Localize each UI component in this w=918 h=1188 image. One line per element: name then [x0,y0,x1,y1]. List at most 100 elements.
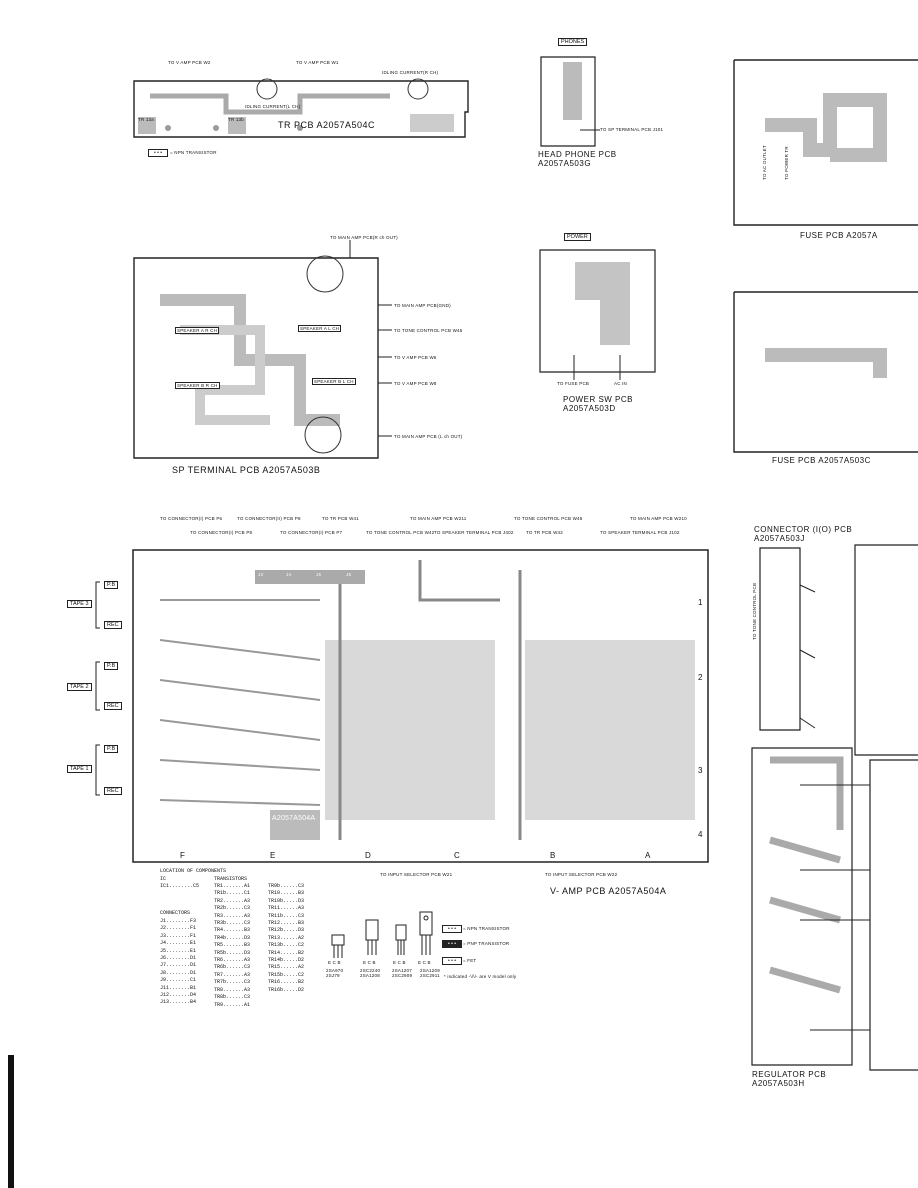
pnp-legend: = PNP TRANSISTOR [463,941,510,946]
rec-label: REC [104,621,122,629]
regulator-pcb-title: REGULATOR PCB [752,1070,827,1079]
column-letter: B [550,851,556,860]
transistors-list: TR1.......A1 TR1b......C1 TR2.......A3 T… [214,883,251,1008]
fet-icon: • • • [442,957,462,965]
power-sw-pcb-code: A2057A503D [563,404,616,413]
v-amp-pcb-title: V- AMP PCB A2057A504A [550,886,667,896]
row-number: 4 [698,830,703,839]
sp-right-label: TO MAIN AMP PCB(GND) [394,303,451,308]
pin-label: E C B [418,960,431,965]
row-number: 1 [698,598,703,607]
tape-label: TAPE 3 [67,600,92,608]
v-amp-top-label: TO CONNECTOR(II) PCB P8 [237,516,301,521]
fet-legend: = FET [463,958,477,963]
v-amp-top-label: TO SPEAKER TERMINAL PCB J402 [434,530,514,535]
tr-pcb-label: TO V AMP PCB W1 [296,60,339,65]
headphone-pcb-code: A2057A503G [538,159,592,168]
connector-label: J4 [286,572,292,577]
headphone-pcb-title: HEAD PHONE PCB [538,150,617,159]
column-letter: C [454,851,461,860]
connector-pcb-label: TO TONE CONTROL PCB [752,582,757,640]
connector-label: J3 [258,572,264,577]
column-letter: D [365,851,372,860]
sp-bottom-label: TO MAIN AMP PCB (L ch OUT) [394,434,463,439]
tr-pcb-label: IDLING CURRENT(R CH) [382,70,439,75]
v-amp-top-label: TO SPEAKER TERMINAL PCB J102 [600,530,680,535]
row-number: 3 [698,766,703,775]
phones-badge: PHONES [558,38,588,46]
v-amp-top-label: TO CONNECTOR(I) PCB P7 [280,530,343,535]
tr-pcb-label: TR 13a [138,117,154,122]
pb-label: P.B [104,745,119,753]
v-amp-top-label: TO TR PCB W42 [526,530,563,535]
location-title: LOCATION OF COMPONENTS [160,868,227,874]
tr-pcb-label: TR 13b [228,117,244,122]
ic-header: IC [160,876,167,882]
v-amp-top-label: TO TONE CONTROL PCB W46 [514,516,583,521]
speaker-terminal-label: SPEAKER A L CH [298,325,342,332]
sp-terminal-pcb-title: SP TERMINAL PCB A2057A503B [172,465,321,475]
row-number: 2 [698,673,703,682]
board-marking: A2057A504A [272,815,316,822]
tape-label: TAPE 2 [67,683,92,691]
sp-right-label: TO V AMP PCB W8 [394,381,437,386]
v-amp-top-label: TO MAIN AMP PCB W210 [630,516,687,521]
column-letter: E [270,851,276,860]
package-label: 2SC2240 2SA1208 [360,968,381,978]
power-sw-label: AC IN [614,381,628,386]
connectors-list: J1........F3 J2........F1 J3........F1 J… [160,918,197,1006]
speaker-terminal-label: SPEAKER A R CH [175,327,220,334]
v-amp-top-label: TO MAIN AMP PCB W211 [410,516,467,521]
pin-label: E C B [328,960,341,965]
pnp-transistor-icon: • • • [442,940,462,948]
v-amp-top-label: TO CONNECTOR(I) PCB P8 [190,530,253,535]
npn-legend: = NPN TRANSISTOR [170,150,217,155]
ic-list: IC1........C5 [160,883,200,889]
sp-top-label: TO MAIN AMP PCB(R ch OUT) [330,235,398,240]
connector-label: J5 [316,572,322,577]
headphone-pcb-label: TO SP TERMINAL PCB J101 [600,127,664,132]
rec-label: REC [104,702,122,710]
speaker-terminal-label: SPEAKER B L CH [312,378,356,385]
v-amp-top-label: TO TONE CONTROL PCB W42 [366,530,435,535]
npn-legend: = NPN TRANSISTOR [463,926,510,931]
tape-label: TAPE 1 [67,765,92,773]
connectors-header: CONNECTORS [160,910,191,916]
npn-transistor-icon: • • • [148,149,168,157]
tr-pcb-title: TR PCB A2057A504C [278,120,376,130]
transistors-header: TRANSISTORS [214,876,248,882]
pin-label: E C B [363,960,376,965]
pin-label: E C B [393,960,406,965]
regulator-pcb-code: A2057A503H [752,1079,805,1088]
power-badge: POWER [564,233,591,241]
v-amp-top-label: TO TR PCB W41 [322,516,359,521]
v-amp-bottom-label: TO INPUT SELECTOR PCB W22 [545,872,618,877]
fuse-pcb-top-title: FUSE PCB A2057A [800,231,878,240]
model-note: * indicated -\/\/- are V model only [444,974,517,979]
tr-pcb-label: TO V AMP PCB W2 [168,60,211,65]
package-label: 2SA1207 2SC2909 [392,968,413,978]
transistors-list: TR9b......C3 TR10......B3 TR10b.....D3 T… [268,883,305,993]
connector-label: J6 [346,572,352,577]
npn-transistor-icon: • • • [442,925,462,933]
column-letter: F [180,851,186,860]
speaker-terminal-label: SPEAKER B R CH [175,382,220,389]
sp-right-label: TO V AMP PCB W6 [394,355,437,360]
power-sw-pcb-title: POWER SW PCB [563,395,634,404]
package-label: 2SA1209 2SC2911 [420,968,440,978]
pb-label: P.B [104,662,119,670]
connector-pcb-title: CONNECTOR (I(O) PCB [754,525,853,534]
package-label: 2SA970 2SJ79 [326,968,344,978]
fuse-pcb-bottom-title: FUSE PCB A2057A503C [772,456,871,465]
sp-right-label: TO TONE CONTROL PCB W46 [394,328,463,333]
v-amp-top-label: TO CONNECTOR(I) PCB P6 [160,516,223,521]
rec-label: REC [104,787,122,795]
connector-pcb-code: A2057A503J [754,534,805,543]
column-letter: A [645,851,651,860]
power-sw-label: TO FUSE PCB [557,381,590,386]
v-amp-bottom-label: TO INPUT SELECTOR PCB W21 [380,872,453,877]
tr-pcb-label: IDLING CURRENT(L CH) [245,104,301,109]
pb-label: P.B [104,581,119,589]
